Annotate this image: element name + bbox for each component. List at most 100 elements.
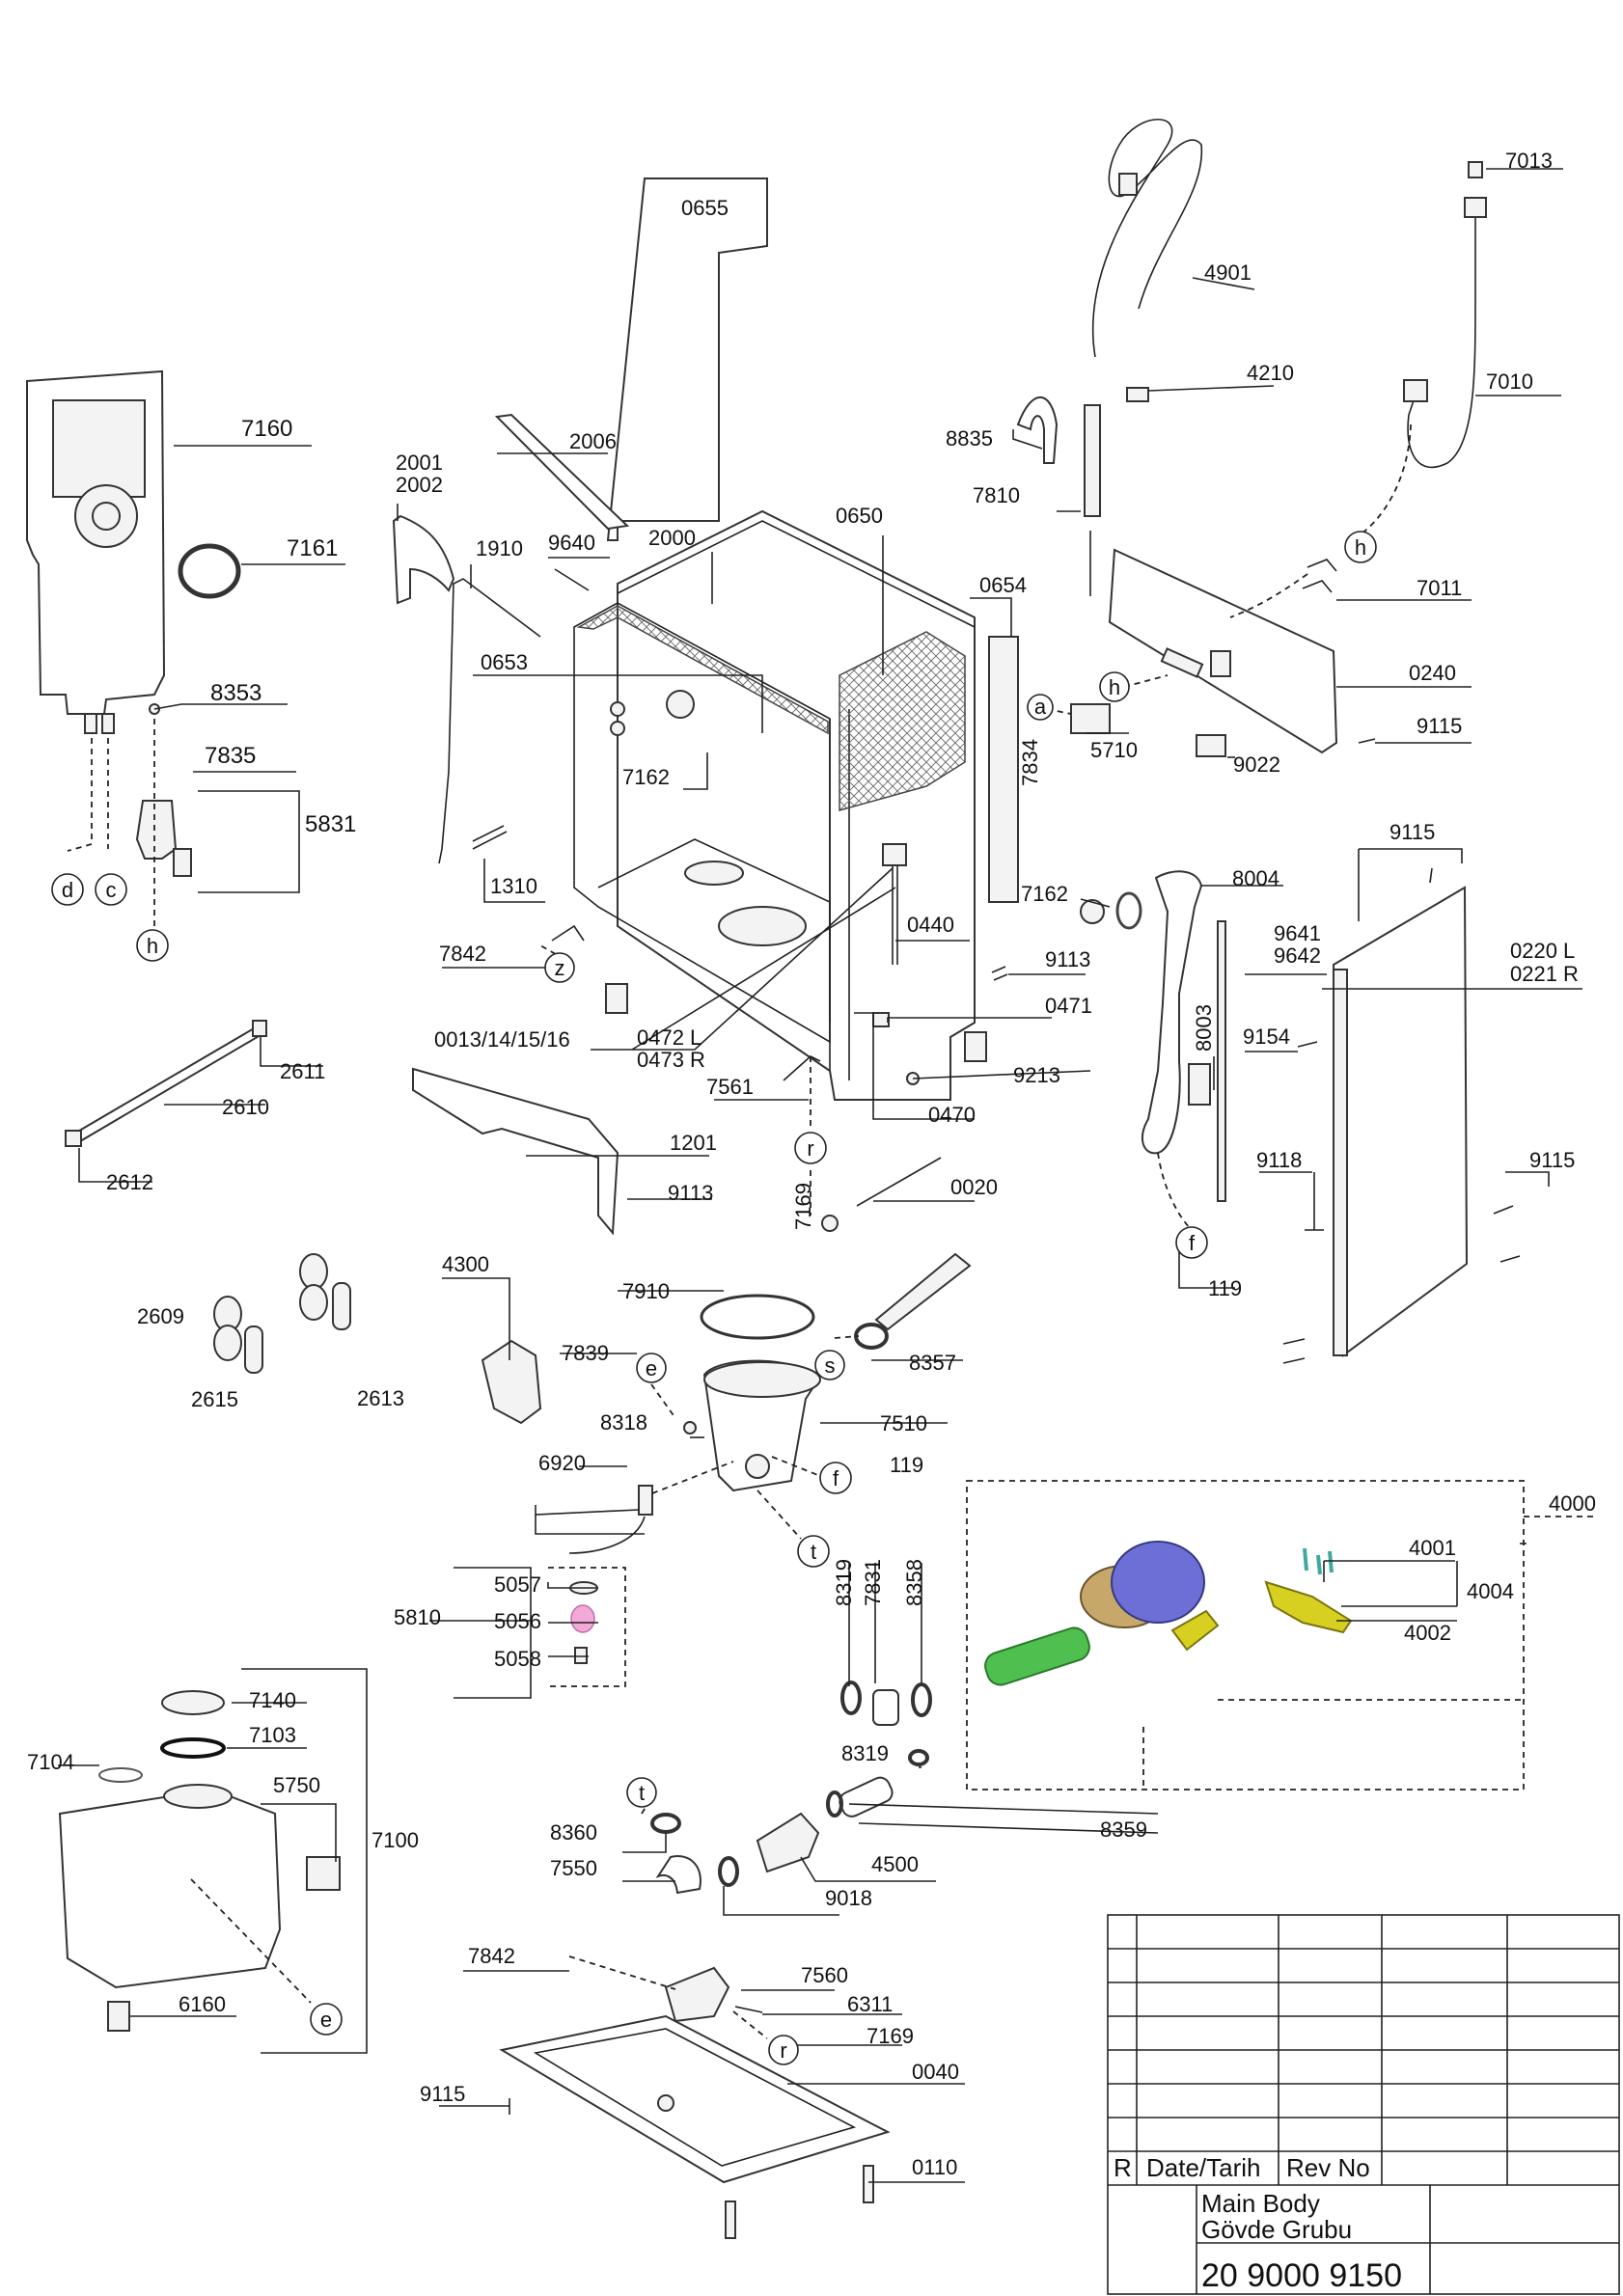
- leg-0110-b: [725, 2200, 736, 2239]
- label-7169-b: 7169: [867, 2024, 914, 2048]
- pump-bracket-4000: [1170, 1609, 1220, 1652]
- tub-door-frame: [573, 602, 831, 1044]
- clip-9022: [1196, 734, 1226, 757]
- base-tray-0040: [499, 2014, 891, 2184]
- label-0473: 0473 R: [637, 1048, 705, 1072]
- marker-t-low: t: [626, 1777, 657, 1808]
- back-panel-slot-2: [1210, 650, 1231, 677]
- label-0471: 0471: [1045, 994, 1092, 1018]
- svg-text:h: h: [1109, 675, 1120, 699]
- label-8360: 8360: [550, 1820, 597, 1845]
- elbow-7550: [655, 1855, 701, 1895]
- marker-f-mid: f: [819, 1462, 852, 1494]
- rod-1910: [438, 578, 541, 864]
- svg-text:t: t: [639, 1781, 645, 1805]
- screw-9115-low-2: [1282, 1357, 1306, 1364]
- label-6311: 6311: [847, 1992, 893, 2016]
- screw-9113: [991, 966, 1008, 981]
- marker-f-top: f: [1175, 1226, 1208, 1259]
- title-block-rev: R: [1114, 2153, 1132, 2182]
- label-4004: 4004: [1467, 1579, 1514, 1603]
- label-9022: 9022: [1233, 752, 1280, 777]
- label-5056: 5056: [494, 1609, 541, 1633]
- label-9113-a: 9113: [1045, 947, 1090, 971]
- marker-e-top: e: [636, 1353, 667, 1383]
- hose-7831: [872, 1689, 899, 1726]
- cap-7140: [161, 1690, 225, 1715]
- label-7169-a: 7169: [791, 1183, 815, 1230]
- svg-text:d: d: [62, 878, 73, 902]
- clamp-8835: [1016, 396, 1059, 464]
- label-2615: 2615: [191, 1387, 238, 1411]
- svg-text:r: r: [807, 1136, 813, 1161]
- screw-9115-low-1: [1282, 1338, 1306, 1345]
- label-2000: 2000: [648, 526, 696, 550]
- label-2006: 2006: [569, 429, 617, 453]
- hinge-1310: [472, 825, 508, 850]
- roller-2613-b: [299, 1284, 328, 1321]
- gasket-7162: [1080, 899, 1105, 924]
- cap-2612: [65, 1130, 82, 1147]
- label-5750: 5750: [273, 1773, 320, 1797]
- cable-7010: [1407, 203, 1476, 469]
- label-119-a: 119: [1208, 1276, 1242, 1300]
- cable-0020-end: [821, 1215, 839, 1232]
- latch-8003: [1188, 1063, 1211, 1106]
- label-2002: 2002: [396, 473, 443, 497]
- back-panel-slot-1: [1160, 647, 1204, 678]
- label-2611: 2611: [280, 1059, 325, 1083]
- foot-left: [605, 983, 628, 1014]
- label-8003: 8003: [1192, 1004, 1216, 1052]
- side-panel-edge: [1333, 969, 1348, 1356]
- label-9641: 9641: [1274, 921, 1321, 945]
- hose-7810: [1084, 404, 1101, 517]
- tank-nozzle-2: [101, 713, 115, 734]
- label-0655: 0655: [681, 196, 729, 220]
- clamp-8319a: [840, 1681, 862, 1715]
- label-1910: 1910: [476, 536, 523, 560]
- tank-7100-top: [163, 1784, 233, 1809]
- marker-h-top: h: [1344, 531, 1377, 563]
- clamp-9018: [718, 1856, 739, 1887]
- screw-9115-top: [1429, 867, 1433, 884]
- label-0650: 0650: [836, 504, 883, 528]
- circle-markers: d c h h a h z r f e s f t t e r: [51, 531, 1377, 2065]
- label-0221: 0221 R: [1510, 962, 1579, 986]
- label-7103: 7103: [249, 1723, 296, 1747]
- label-7162-b: 7162: [1021, 882, 1068, 906]
- title-block-revno: Rev No: [1286, 2153, 1370, 2182]
- clamp-8319b: [908, 1749, 929, 1766]
- label-4210: 4210: [1247, 361, 1294, 385]
- marker-h-left: h: [136, 929, 169, 962]
- sensor-6920: [638, 1485, 653, 1516]
- label-5058: 5058: [494, 1647, 541, 1671]
- pump-motor-4000: [1111, 1541, 1205, 1624]
- dash-7842: [568, 1955, 676, 1990]
- power-cord-4901: [1091, 118, 1203, 358]
- hinge-block: [882, 843, 907, 866]
- sensor-6160: [107, 2001, 130, 2032]
- label-7835: 7835: [205, 743, 256, 769]
- label-2001: 2001: [396, 451, 443, 475]
- foot-right: [964, 1031, 987, 1062]
- screw-9115: [1358, 738, 1376, 744]
- marker-h-mid: h: [1099, 671, 1130, 702]
- label-7162-a: 7162: [622, 765, 670, 789]
- marker-c: c: [95, 873, 127, 906]
- label-6920: 6920: [538, 1451, 586, 1475]
- tub-top-rail: [617, 520, 976, 628]
- label-0020: 0020: [950, 1175, 998, 1199]
- tub-hole-7162: [666, 690, 695, 719]
- marker-t-mid: t: [797, 1535, 830, 1568]
- label-9154: 9154: [1243, 1025, 1290, 1049]
- cap-2611: [252, 1020, 267, 1037]
- label-7160: 7160: [241, 416, 292, 442]
- label-7010: 7010: [1486, 369, 1533, 394]
- label-7510: 7510: [880, 1411, 927, 1435]
- label-0110: 0110: [912, 2155, 957, 2179]
- dash-h-right: [1123, 674, 1169, 688]
- pump-4300: [481, 1339, 542, 1425]
- label-5057: 5057: [494, 1572, 541, 1597]
- label-7831: 7831: [861, 1559, 885, 1606]
